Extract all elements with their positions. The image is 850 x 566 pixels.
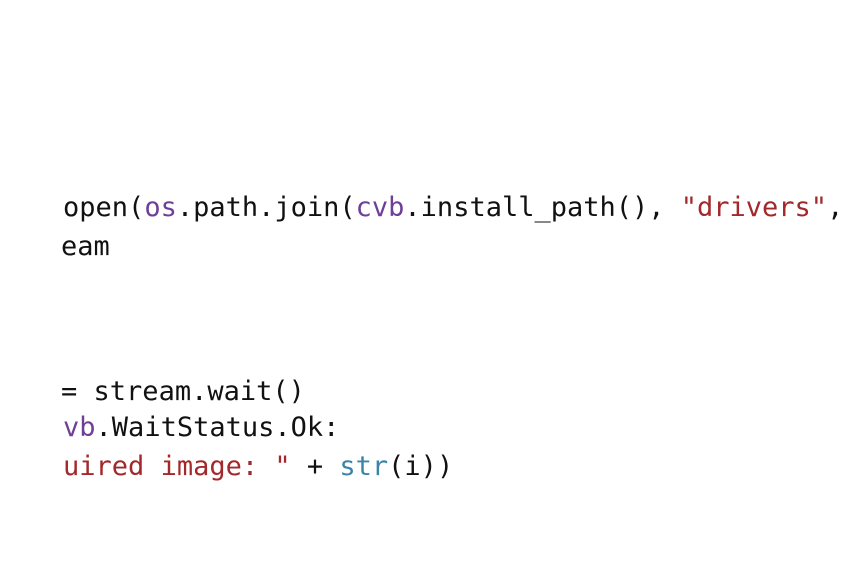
code-line-print-image: uired image: " + str(i)) [0, 413, 453, 521]
code-token: eam [61, 231, 110, 262]
code-token: .WaitStatus.Ok: [95, 412, 340, 443]
code-token: open( [63, 192, 145, 223]
code-line-wait-status: vb.WaitStatus.Ok: [0, 374, 339, 482]
code-token: .install_path(), [404, 192, 681, 223]
code-token: , [827, 192, 844, 223]
code-line-stream-wait: = stream.wait() [0, 338, 305, 446]
code-token-string: "drivers" [680, 192, 828, 223]
code-line-open-path: open(os.path.join(cvb.install_path(), "d… [0, 154, 850, 262]
code-token-module: vb [63, 412, 96, 443]
code-token: = stream.wait() [61, 376, 305, 407]
code-token: .path.join( [176, 192, 356, 223]
code-token-builtin: str [339, 451, 389, 482]
code-token: + [290, 451, 340, 482]
code-token-module: cvb [355, 192, 405, 223]
code-line-stream: eam [0, 193, 110, 301]
code-token-string: uired image: " [63, 451, 291, 482]
code-token-module: os [144, 192, 177, 223]
code-token: (i)) [388, 451, 454, 482]
